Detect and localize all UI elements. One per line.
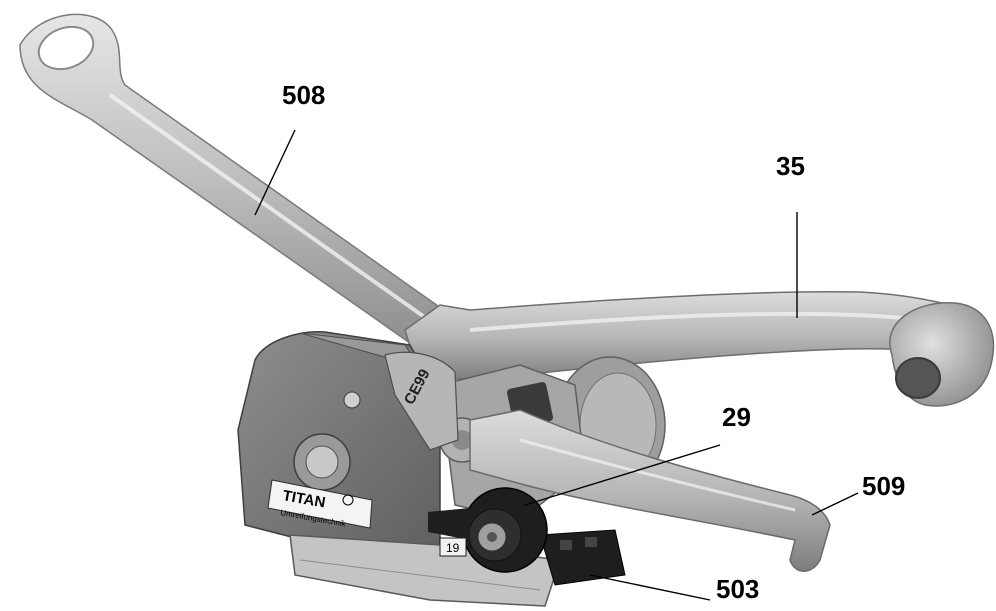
leader-29: [524, 444, 721, 506]
leader-lines: [254, 129, 859, 601]
size-tag-label: 19: [446, 541, 460, 555]
brand-logo-icon: [342, 494, 354, 506]
callout-29: 29: [722, 402, 751, 432]
side-plate: CE99: [384, 351, 459, 451]
leader-503: [589, 574, 711, 601]
callout-508: 508: [282, 80, 326, 110]
tension-wheel-29: [428, 487, 548, 573]
lever-35-cup-end: [889, 301, 995, 407]
lever-509: [469, 409, 831, 572]
size-tag: 19: [439, 537, 467, 557]
leader-509: [811, 492, 859, 516]
lever-35: [404, 290, 977, 381]
callout-509: 509: [862, 471, 906, 501]
callout-35: 35: [776, 151, 805, 181]
leader-508: [254, 129, 296, 216]
callout-503: 503: [716, 574, 760, 604]
lever-508: [19, 13, 457, 351]
